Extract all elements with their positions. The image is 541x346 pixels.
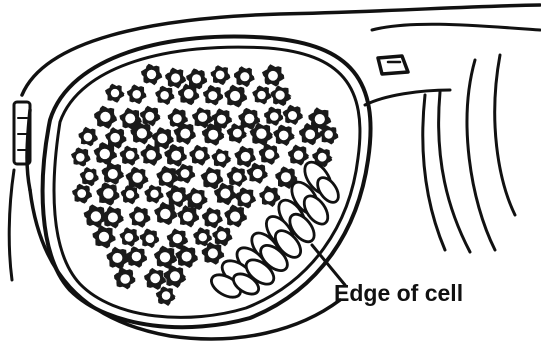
temple-arm-2 xyxy=(439,92,470,252)
granule xyxy=(259,144,279,164)
granule xyxy=(93,226,115,248)
granule xyxy=(235,188,255,208)
granule xyxy=(274,125,294,145)
granule xyxy=(121,186,139,204)
granule xyxy=(152,128,173,149)
granule xyxy=(102,207,123,228)
granule xyxy=(141,144,162,165)
granule xyxy=(97,183,119,205)
granule xyxy=(120,146,139,165)
granule xyxy=(145,269,166,290)
granule xyxy=(141,106,160,125)
granule xyxy=(194,228,212,246)
granule xyxy=(155,246,177,268)
granule xyxy=(212,109,231,128)
granule xyxy=(190,145,210,165)
granule xyxy=(165,145,186,167)
granule xyxy=(107,247,129,269)
granule xyxy=(166,186,187,207)
granule xyxy=(102,163,123,185)
granule xyxy=(155,202,177,224)
outer-frame-upper-right xyxy=(372,24,540,30)
granule xyxy=(126,167,148,189)
granule xyxy=(130,207,150,227)
granule xyxy=(127,85,145,104)
granule xyxy=(187,69,207,89)
granule xyxy=(164,266,186,288)
granule xyxy=(79,127,97,145)
left-arm-line xyxy=(9,170,14,280)
edge-of-cell-label: Edge of cell xyxy=(334,280,463,307)
granule xyxy=(179,84,199,104)
granule xyxy=(95,106,117,128)
granule xyxy=(271,86,290,105)
granule xyxy=(235,67,255,87)
granule xyxy=(253,86,271,104)
granule xyxy=(145,185,163,203)
granule xyxy=(72,148,90,166)
granule xyxy=(225,85,247,107)
granule xyxy=(201,168,223,189)
granule xyxy=(140,229,158,247)
granule xyxy=(176,164,195,183)
granule xyxy=(106,84,124,102)
granule xyxy=(157,166,178,187)
granule xyxy=(115,268,135,289)
granule xyxy=(227,167,247,186)
granule xyxy=(142,64,162,84)
granule xyxy=(178,206,199,227)
temple-arm-4 xyxy=(495,55,515,215)
granule xyxy=(80,168,98,186)
granule xyxy=(94,143,116,165)
granule xyxy=(204,86,223,105)
granule xyxy=(120,228,139,246)
granule xyxy=(156,287,174,305)
outer-frame-bridge-lower xyxy=(365,90,450,105)
granule xyxy=(263,65,284,86)
granule xyxy=(212,149,230,167)
granule xyxy=(247,163,267,183)
granule xyxy=(227,124,246,143)
granule xyxy=(225,205,247,227)
granule xyxy=(186,188,207,209)
right-hinge xyxy=(378,56,408,74)
granule xyxy=(166,68,186,88)
granule xyxy=(265,107,283,125)
granule xyxy=(213,226,232,245)
temple-arm-3 xyxy=(467,60,495,250)
granule xyxy=(202,208,222,228)
granule xyxy=(235,146,256,167)
granule xyxy=(176,246,197,268)
granule xyxy=(156,86,174,104)
granule xyxy=(288,145,308,165)
granule xyxy=(126,247,146,267)
granule xyxy=(73,184,92,203)
callout-leader-line xyxy=(312,245,345,285)
granule xyxy=(260,186,280,206)
granule xyxy=(283,105,302,124)
granule xyxy=(300,124,321,145)
granule xyxy=(211,66,230,85)
